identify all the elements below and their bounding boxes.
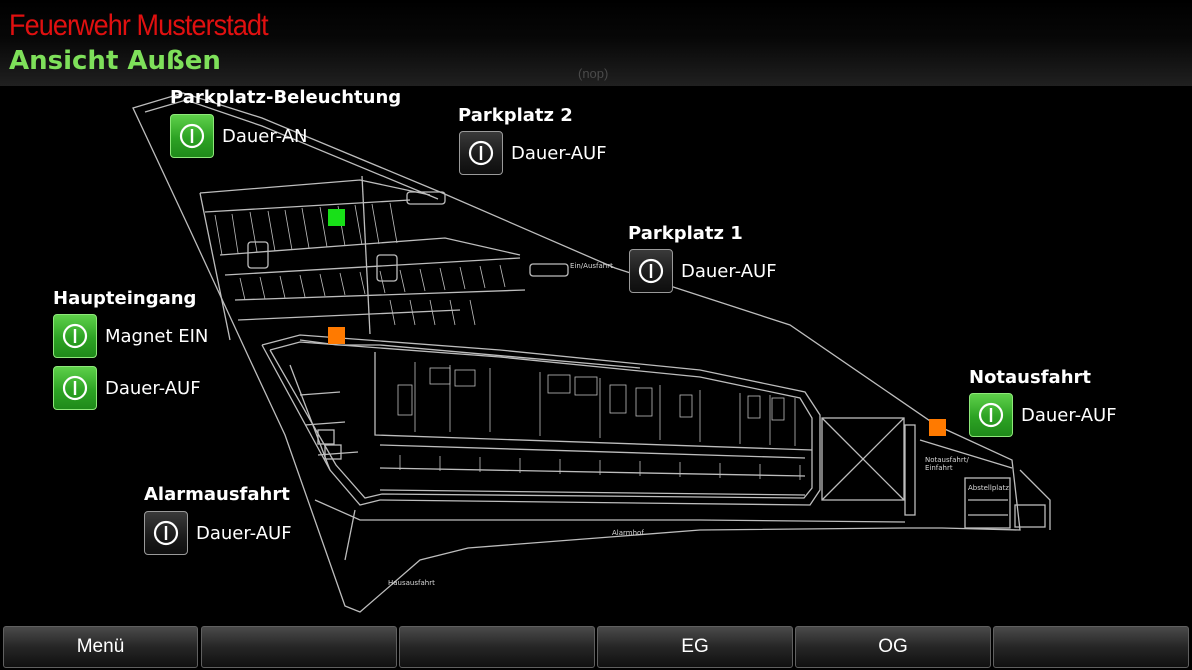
power-icon xyxy=(638,258,664,284)
zone-title-notausfahrt: Notausfahrt xyxy=(969,367,1091,388)
zone-title-parkplatz-1: Parkplatz 1 xyxy=(628,223,743,244)
parkplatz-2-toggle-button[interactable] xyxy=(459,131,503,175)
footer-button-6[interactable] xyxy=(993,626,1189,668)
plan-label-einfahrt: Einfahrt xyxy=(925,464,953,472)
site-boundary xyxy=(132,92,1021,613)
footer-button-og[interactable]: OG xyxy=(795,626,991,668)
alarmausfahrt-control[interactable]: Dauer-AUF xyxy=(144,511,292,555)
haupteingang-door-state: Dauer-AUF xyxy=(105,377,201,399)
footer-button-2[interactable] xyxy=(201,626,397,668)
parkplatz-beleuchtung-toggle-button[interactable] xyxy=(170,114,214,158)
plan-label-notausfahrt: Notausfahrt/ xyxy=(925,456,969,464)
brand-title: Feuerwehr Musterstadt xyxy=(9,9,269,42)
alarmausfahrt-toggle-button[interactable] xyxy=(144,511,188,555)
haupteingang-magnet-toggle-button[interactable] xyxy=(53,314,97,358)
page-title: Ansicht Außen xyxy=(9,46,221,76)
alarmausfahrt-state: Dauer-AUF xyxy=(196,522,292,544)
power-icon xyxy=(153,520,179,546)
parkplatz-1-state: Dauer-AUF xyxy=(681,260,777,282)
parkplatz-2-control[interactable]: Dauer-AUF xyxy=(459,131,607,175)
notausfahrt-control[interactable]: Dauer-AUF xyxy=(969,393,1117,437)
parkplatz-2-state: Dauer-AUF xyxy=(511,142,607,164)
power-icon xyxy=(179,123,205,149)
zone-title-haupteingang: Haupteingang xyxy=(53,288,197,309)
main-entrance-status-marker xyxy=(328,327,345,344)
parkplatz-1-toggle-button[interactable] xyxy=(629,249,673,293)
haupteingang-door-toggle-button[interactable] xyxy=(53,366,97,410)
zone-title-alarmausfahrt: Alarmausfahrt xyxy=(144,484,290,505)
plan-label-hausausfahrt: Hausausfahrt xyxy=(388,579,435,587)
plan-label-abstellplatz: Abstellplatz xyxy=(968,484,1009,492)
emergency-exit-status-marker xyxy=(929,419,946,436)
power-icon xyxy=(62,323,88,349)
status-text: (nop) xyxy=(578,66,609,81)
footer-button-eg[interactable]: EG xyxy=(597,626,793,668)
parking-light-status-marker xyxy=(328,209,345,226)
header-bar: Feuerwehr Musterstadt Ansicht Außen (nop… xyxy=(0,0,1192,86)
power-icon xyxy=(468,140,494,166)
power-icon xyxy=(978,402,1004,428)
haupteingang-magnet-control[interactable]: Magnet EIN xyxy=(53,314,208,358)
parkplatz-beleuchtung-control[interactable]: Dauer-AN xyxy=(170,114,308,158)
footer-button-menu[interactable]: Menü xyxy=(3,626,198,668)
parkplatz-beleuchtung-state: Dauer-AN xyxy=(222,125,308,147)
power-icon xyxy=(62,375,88,401)
site-plan: Ein/Ausfahrt Notausfahrt/ Einfahrt Alarm… xyxy=(132,92,1051,613)
zone-title-parkplatz-2: Parkplatz 2 xyxy=(458,105,573,126)
footer-button-3[interactable] xyxy=(399,626,595,668)
notausfahrt-state: Dauer-AUF xyxy=(1021,404,1117,426)
haupteingang-door-control[interactable]: Dauer-AUF xyxy=(53,366,201,410)
haupteingang-magnet-state: Magnet EIN xyxy=(105,325,209,347)
zone-title-parkplatz-beleuchtung: Parkplatz-Beleuchtung xyxy=(170,87,402,108)
notausfahrt-toggle-button[interactable] xyxy=(969,393,1013,437)
plan-label-ein-ausfahrt: Ein/Ausfahrt xyxy=(570,262,613,270)
footer-nav-bar: Menü EG OG xyxy=(0,624,1192,670)
plan-label-alarmhof: Alarmhof xyxy=(612,529,644,537)
parkplatz-1-control[interactable]: Dauer-AUF xyxy=(629,249,777,293)
